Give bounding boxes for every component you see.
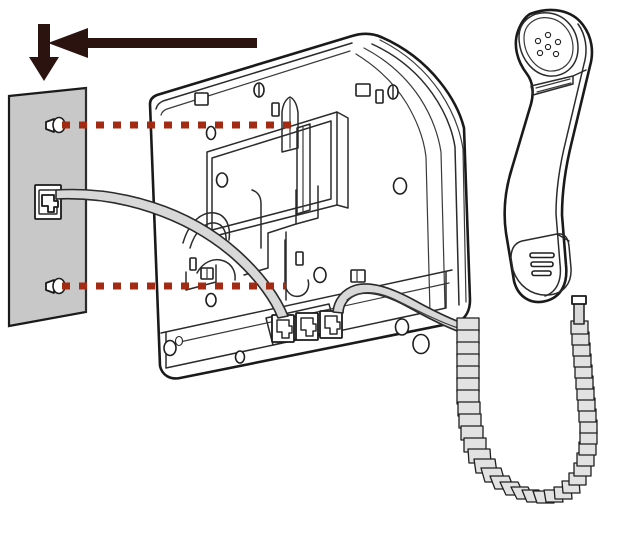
back-panel-openings [163, 82, 430, 364]
handset-jack-right [319, 310, 343, 339]
wall-modular-jack [34, 184, 62, 220]
lower-mounting-stud [45, 277, 66, 295]
wall-plate [7, 86, 88, 328]
earpiece-receiver [518, 12, 587, 96]
telephone-base [148, 32, 472, 380]
vertical-seating-arrow [29, 24, 59, 81]
mouthpiece-slots [529, 252, 555, 277]
coiled-handset-cord [456, 299, 598, 504]
mouthpiece-transmitter [510, 233, 572, 296]
modular-jack-ports [271, 310, 343, 343]
horizontal-motion-arrow [48, 28, 257, 58]
stud-alignment-guides [62, 121, 298, 290]
earpiece-holes [534, 31, 562, 58]
handset [503, 8, 594, 305]
wall-mount-bracket [206, 111, 349, 276]
telephone-line-cord [55, 188, 289, 319]
upper-mounting-stud [45, 116, 66, 134]
spare-jack-center [295, 312, 319, 341]
line-jack-left [271, 314, 295, 343]
